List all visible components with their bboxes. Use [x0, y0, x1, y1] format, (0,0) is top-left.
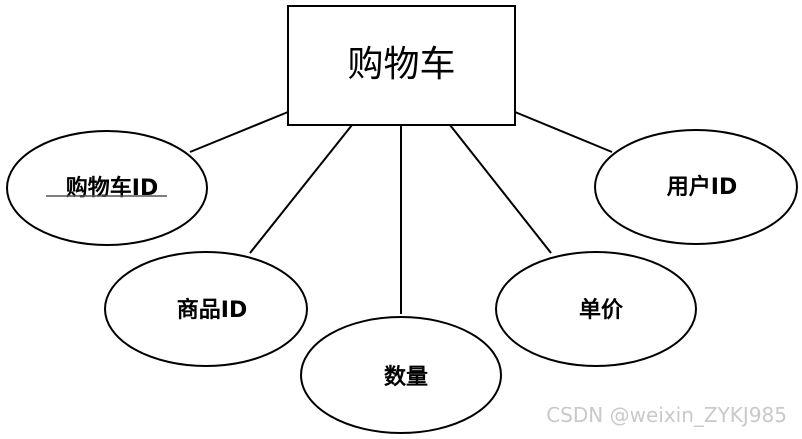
- connector-line-unit-price: [449, 124, 552, 254]
- attribute-label-quantity: 数量: [384, 364, 428, 390]
- attribute-ellipse-unit-price: [495, 251, 697, 367]
- connector-line-product-id: [249, 124, 353, 254]
- attribute-ellipse-quantity: [300, 316, 502, 434]
- entity-box: [287, 5, 516, 126]
- attribute-label-unit-price: 单价: [579, 298, 624, 323]
- entity-name: 购物车: [347, 44, 455, 85]
- attribute-ellipse-product-id: [104, 251, 308, 367]
- attribute-label-product-id: 商品ID: [177, 297, 247, 323]
- attribute-ellipse-user-id: [594, 129, 798, 245]
- watermark-text: CSDN @weixin_ZYKJ985: [546, 403, 787, 427]
- attribute-label-user-id: 用户ID: [667, 174, 737, 200]
- connector-line-cart-id: [189, 111, 289, 153]
- connector-line-user-id: [514, 111, 613, 153]
- attribute-label-cart-id: 购物车ID: [66, 175, 158, 201]
- attribute-ellipse-cart-id: [6, 130, 208, 246]
